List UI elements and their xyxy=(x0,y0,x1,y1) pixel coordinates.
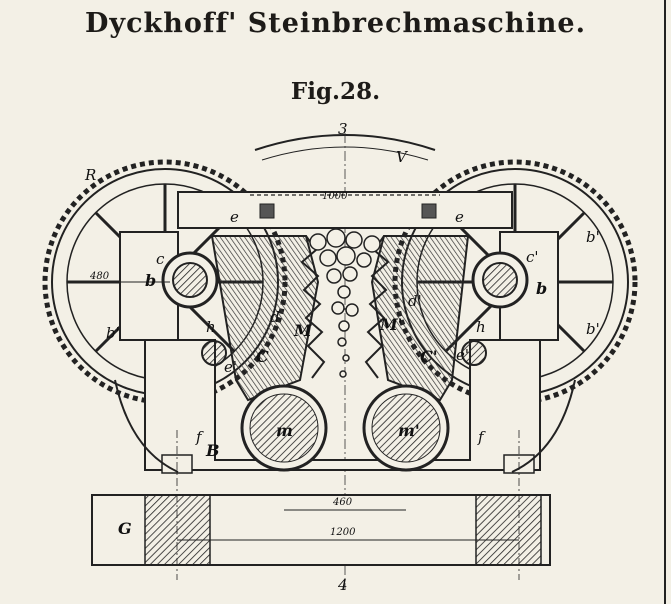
bolt-right xyxy=(421,203,437,219)
label-C-left: C xyxy=(256,347,269,366)
figure-number: Fig.28. xyxy=(290,78,381,105)
label-e-right: e xyxy=(455,208,464,226)
left-pivot-shaft xyxy=(249,393,319,463)
section-mark-top: 3 xyxy=(338,120,348,138)
dim-top: 1000 xyxy=(322,191,348,202)
dim-left: 480 xyxy=(89,271,110,282)
label-B: B xyxy=(205,441,220,460)
label-f-left: f xyxy=(195,428,204,446)
page-title: Dyckhoff' Steinbrechmaschine. xyxy=(85,8,586,39)
stones xyxy=(309,228,381,378)
label-M-right: M' xyxy=(379,315,403,334)
left-eccentric-shaft xyxy=(161,251,219,309)
label-e1-left: e' xyxy=(224,358,237,376)
section-mark-bottom: 4 xyxy=(337,576,348,594)
left-jaw-teeth xyxy=(300,235,326,379)
left-base-block xyxy=(144,494,211,566)
right-leg-curve xyxy=(511,379,576,473)
label-f-right: f xyxy=(477,428,486,446)
right-jaw-teeth xyxy=(364,235,390,379)
label-d-right: d' xyxy=(408,292,422,310)
label-h-right: h xyxy=(476,318,486,336)
label-b1-right-top: b' xyxy=(586,228,600,246)
page-edge-rule xyxy=(664,0,666,604)
label-M-left: M xyxy=(293,321,313,340)
label-c-right: c' xyxy=(526,248,539,266)
right-eccentric-shaft xyxy=(471,251,529,309)
right-pivot-shaft xyxy=(371,393,441,463)
label-b-left: b xyxy=(145,271,156,290)
label-R: R xyxy=(84,166,96,184)
label-V: V xyxy=(396,148,409,166)
bolt-left xyxy=(259,203,275,219)
label-e1-right: e' xyxy=(456,346,469,364)
label-b-right: b xyxy=(536,279,547,298)
label-c-left: c xyxy=(156,250,165,268)
dim-shaft-spacing: 460 xyxy=(332,497,353,508)
label-h-left: h xyxy=(206,318,216,336)
right-base-block xyxy=(475,494,542,566)
label-G: G xyxy=(118,519,132,538)
left-leg-curve xyxy=(114,379,179,473)
label-e-left: e xyxy=(230,208,239,226)
dim-base-width: 1200 xyxy=(330,527,356,538)
label-C-right: C' xyxy=(420,347,438,366)
left-adjust-roller xyxy=(201,340,227,366)
label-b2-right-bottom: b' xyxy=(586,320,600,338)
label-m-right: m' xyxy=(398,421,420,440)
label-d-left: d xyxy=(270,308,280,326)
top-frame-beam xyxy=(177,191,513,229)
label-b-prime-left: b' xyxy=(106,324,120,342)
label-m-left: m xyxy=(276,421,293,440)
right-adjust-roller xyxy=(461,340,487,366)
